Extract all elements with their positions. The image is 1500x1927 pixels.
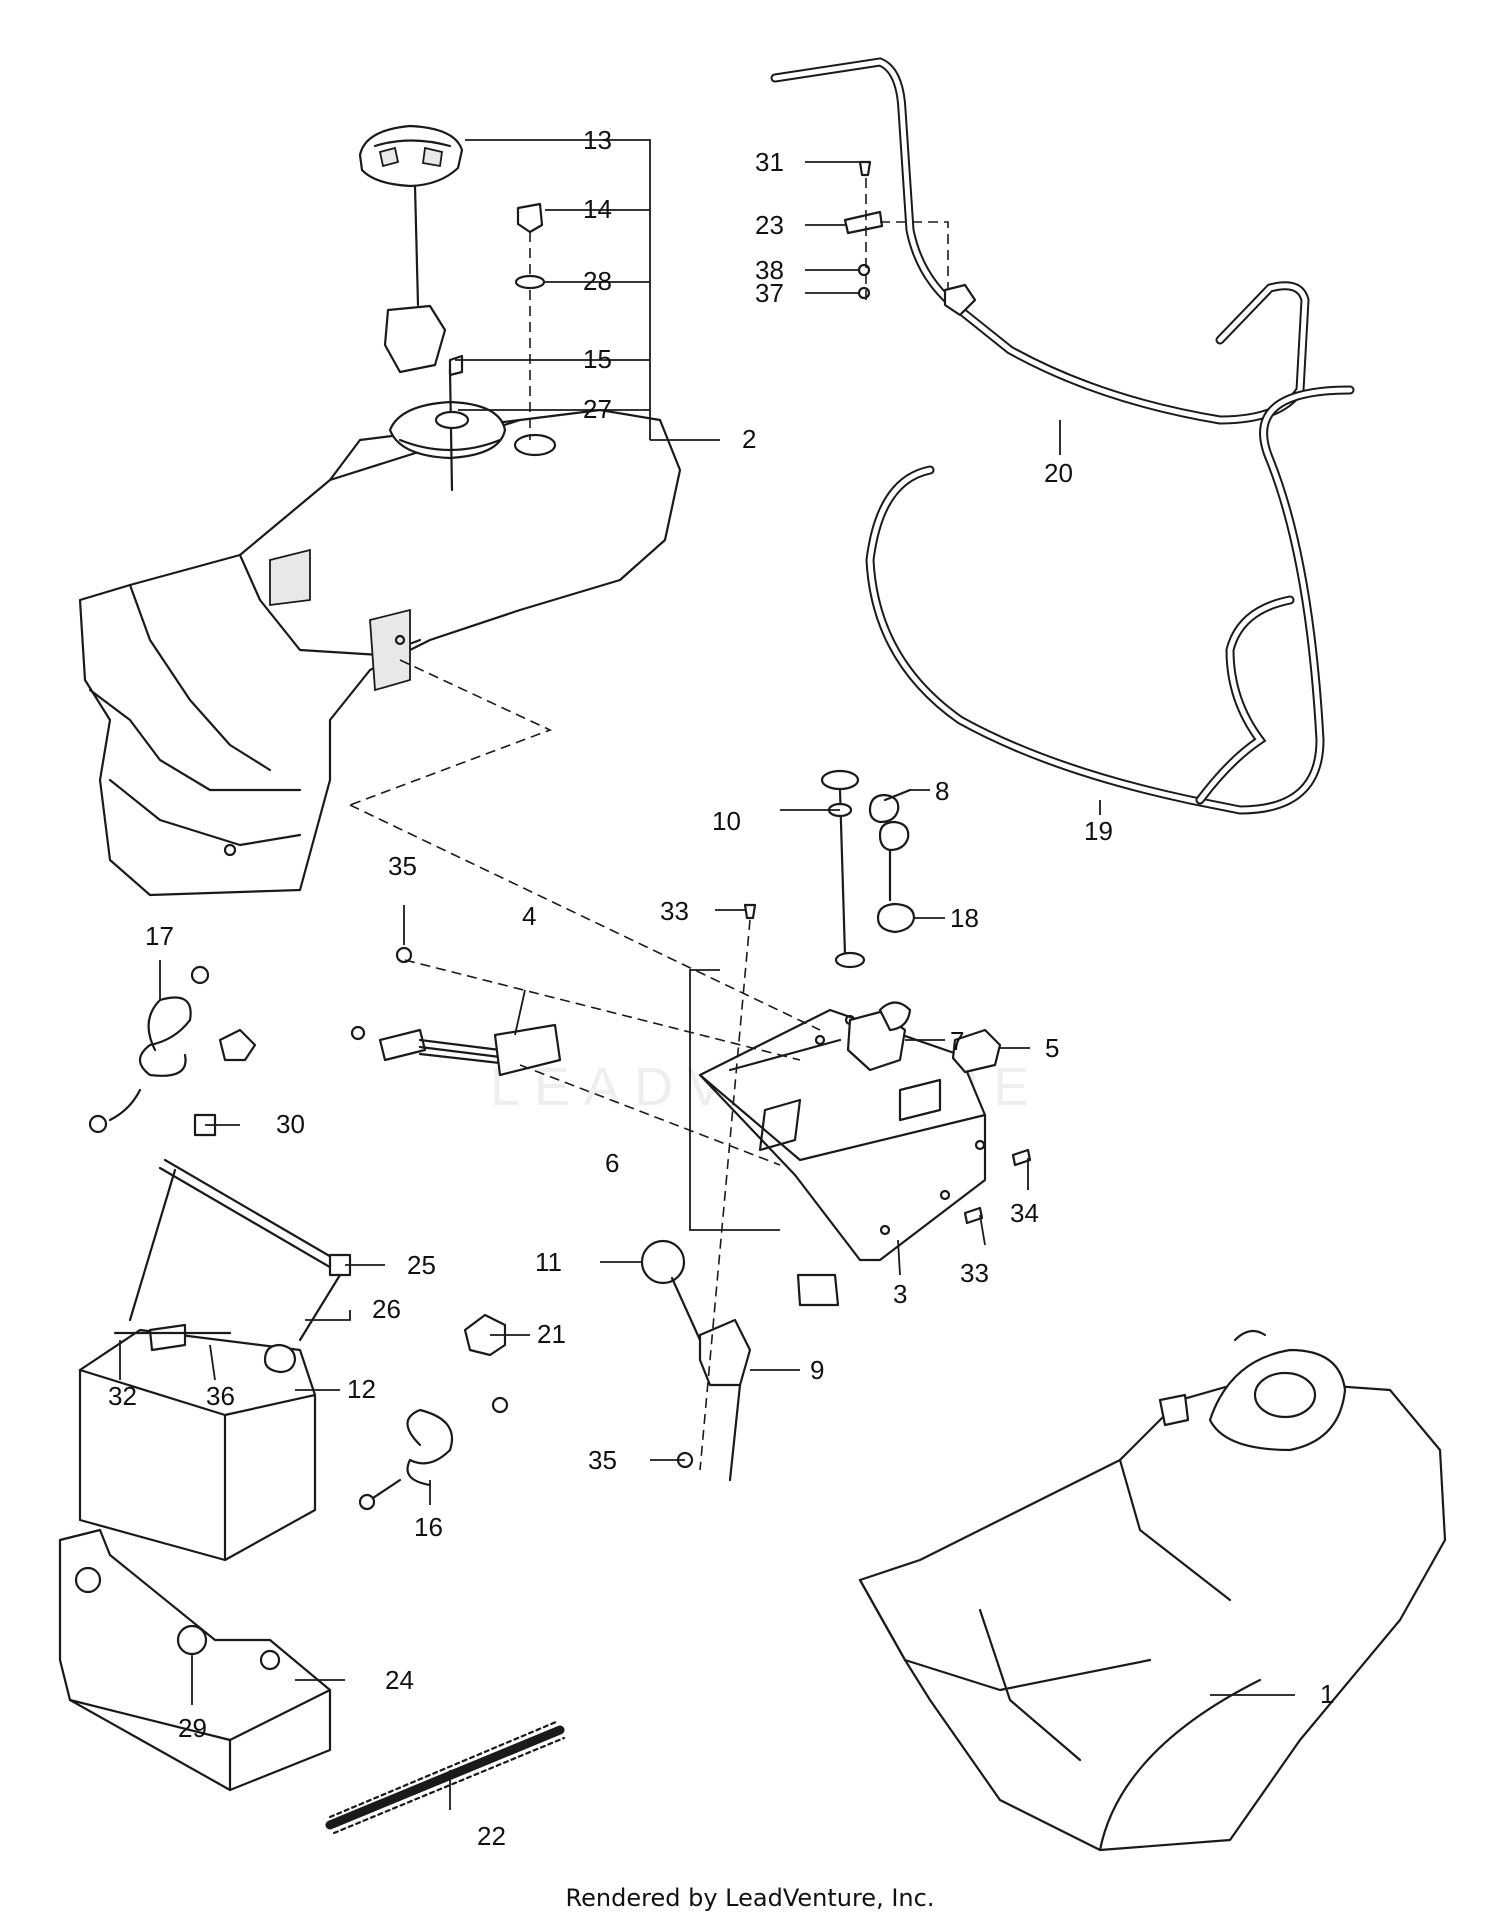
insulation-22 xyxy=(325,1720,566,1835)
fuel-cap xyxy=(358,124,464,374)
dash-bracket xyxy=(698,1008,987,1262)
callout-19: 19 xyxy=(1084,816,1113,846)
callout-1: 1 xyxy=(1320,1679,1334,1709)
bolts xyxy=(395,903,1032,1471)
callout-22: 22 xyxy=(477,1821,506,1851)
callout-4: 4 xyxy=(522,901,536,931)
battery-cable-16 xyxy=(358,1396,509,1511)
callout-15: 15 xyxy=(583,344,612,374)
tank-fittings xyxy=(434,202,546,492)
callout-16: 16 xyxy=(414,1512,443,1542)
battery xyxy=(78,1323,317,1562)
callout-labels: 13 14 28 15 27 2 31 23 38 37 20 19 10 8 … xyxy=(108,125,1334,1851)
callout-37: 37 xyxy=(755,278,784,308)
callout-30: 30 xyxy=(276,1109,305,1139)
callout-35a: 35 xyxy=(388,851,417,881)
leader-lines xyxy=(119,139,1295,1810)
callout-23: 23 xyxy=(755,210,784,240)
callout-5: 5 xyxy=(1045,1033,1059,1063)
battery-hold-down xyxy=(128,1113,352,1342)
callout-13: 13 xyxy=(583,125,612,155)
callout-6: 6 xyxy=(605,1148,619,1178)
battery-tray xyxy=(58,1528,332,1792)
boot-21 xyxy=(463,1313,507,1357)
callout-11: 11 xyxy=(535,1247,562,1277)
battery-cable-17 xyxy=(88,965,257,1134)
callout-9: 9 xyxy=(810,1355,824,1385)
callout-21: 21 xyxy=(537,1319,566,1349)
callout-29: 29 xyxy=(178,1713,207,1743)
callout-33b: 33 xyxy=(960,1258,989,1288)
assembly-lines xyxy=(349,659,821,1231)
callout-18: 18 xyxy=(950,903,979,933)
callout-38: 38 xyxy=(755,255,784,285)
callout-12: 12 xyxy=(347,1374,376,1404)
callout-20: 20 xyxy=(1044,458,1073,488)
callout-34: 34 xyxy=(1010,1198,1039,1228)
callout-17: 17 xyxy=(145,921,174,951)
fuel-tank-assembly xyxy=(78,400,682,897)
callout-3: 3 xyxy=(893,1279,907,1309)
callout-14: 14 xyxy=(583,194,612,224)
callout-24: 24 xyxy=(385,1665,414,1695)
callout-33a: 33 xyxy=(660,896,689,926)
callout-36: 36 xyxy=(206,1381,235,1411)
callout-7: 7 xyxy=(950,1026,964,1056)
callout-31: 31 xyxy=(755,147,784,177)
callout-28: 28 xyxy=(583,266,612,296)
callout-26: 26 xyxy=(372,1294,401,1324)
fuel-tank xyxy=(858,1329,1447,1852)
fuel-hose-20 xyxy=(770,57,1310,425)
wiring-harness xyxy=(350,1023,562,1077)
callout-32: 32 xyxy=(108,1381,137,1411)
callout-35b: 35 xyxy=(588,1445,617,1475)
callout-25: 25 xyxy=(407,1250,436,1280)
callout-27: 27 xyxy=(583,394,612,424)
callout-2: 2 xyxy=(742,424,756,454)
footer-credit: Rendered by LeadVenture, Inc. xyxy=(565,1884,935,1912)
fuel-hose-19 xyxy=(865,385,1355,815)
callout-8: 8 xyxy=(935,776,949,806)
callout-10: 10 xyxy=(712,806,741,836)
